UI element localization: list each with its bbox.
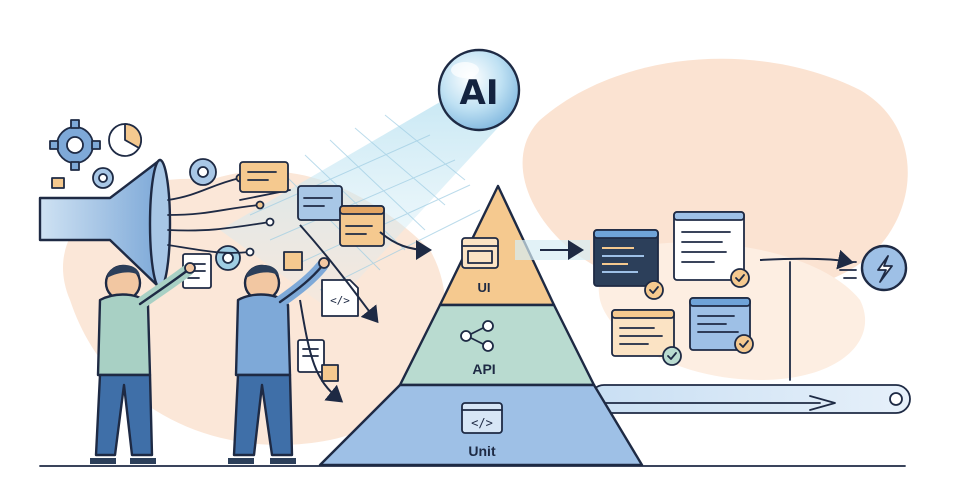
browser-window-icon — [461, 237, 499, 269]
code-file-card: </> — [321, 279, 359, 317]
check-badge-icon — [644, 280, 664, 300]
ai-orb: AI — [437, 48, 521, 132]
pyramid-label-unit: Unit — [468, 443, 496, 459]
pie-chart-icon — [108, 123, 143, 157]
code-window-card — [297, 185, 343, 221]
sticky-note — [283, 251, 303, 271]
code-tag: </> — [330, 294, 350, 307]
person-left — [90, 262, 196, 464]
code-brackets-icon: </> — [461, 402, 503, 434]
code-window-card — [239, 161, 289, 193]
document-screen — [673, 211, 745, 281]
network-nodes-icon — [460, 320, 494, 352]
pyramid-label-ui: UI — [478, 280, 491, 295]
code-window-screen — [689, 297, 751, 351]
person-right — [228, 257, 330, 464]
circuit-lines — [167, 173, 291, 257]
check-badge-icon — [734, 334, 754, 354]
pyramid-label-api: API — [472, 361, 495, 377]
test-result-screens — [593, 211, 754, 366]
flow-band-right — [515, 240, 854, 381]
testing-pyramid: UI API </> Unit — [318, 184, 644, 467]
flow-arrows-in — [299, 224, 432, 403]
code-window-screen — [611, 309, 675, 357]
code-window-card — [339, 205, 385, 247]
check-badge-icon — [662, 346, 682, 366]
small-chip-icon — [51, 177, 65, 189]
ai-label: AI — [460, 73, 499, 113]
conveyor-track — [589, 384, 911, 414]
floating-documents: </> — [182, 161, 385, 382]
terminal-screen — [593, 229, 659, 287]
rocket-speed-icon — [839, 244, 908, 292]
check-badge-icon — [730, 268, 750, 288]
sticky-note — [321, 364, 339, 382]
svg-text:</>: </> — [471, 416, 493, 430]
